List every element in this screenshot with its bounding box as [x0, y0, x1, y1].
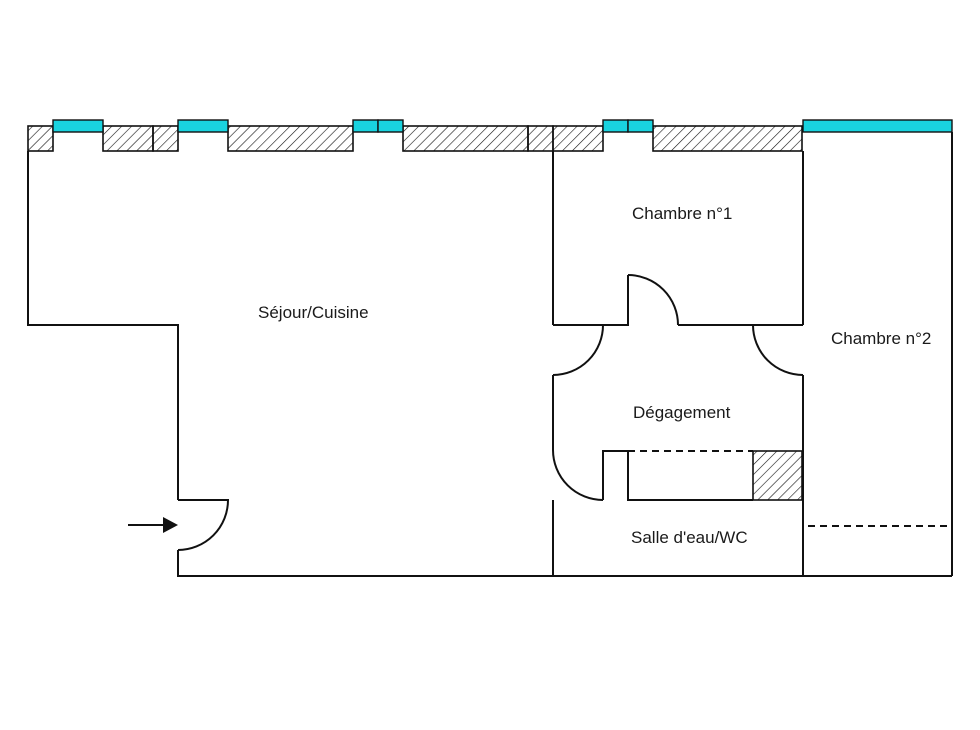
window-icon [602, 119, 629, 133]
shaft-block [752, 450, 803, 501]
wall-segment [152, 125, 179, 152]
window-icon [627, 119, 654, 133]
window-icon [52, 119, 104, 133]
window-icon [352, 119, 379, 133]
wall-segment [552, 125, 604, 152]
room-label-chambre2: Chambre n°2 [831, 329, 931, 348]
wall-segment [227, 125, 354, 152]
sejour-lower-wall [177, 550, 952, 577]
wall-segment [102, 125, 154, 152]
door-swing-icon [627, 274, 679, 326]
top-wall-segments [27, 125, 803, 152]
door-swing-icon [752, 324, 804, 376]
door-swing-icon [552, 324, 604, 376]
room-label-salle: Salle d'eau/WC [631, 528, 748, 547]
room-label-sejour: Séjour/Cuisine [258, 303, 369, 322]
window-icon [377, 119, 404, 133]
chambre1-bottom-wall-left [553, 275, 629, 326]
dashed-lines [628, 450, 952, 527]
wall-segment [27, 125, 54, 152]
salle-top-wall [602, 450, 753, 501]
room-label-chambre1: Chambre n°1 [632, 204, 732, 223]
wall-segment [527, 125, 554, 152]
sejour-outer-wall [27, 151, 179, 500]
entrance-arrow-icon [128, 517, 178, 533]
room-label-degagement: Dégagement [633, 403, 731, 422]
wall-segment [402, 125, 529, 152]
window-icon [177, 119, 229, 133]
doors [177, 274, 804, 551]
windows [52, 119, 953, 133]
walls [27, 132, 953, 577]
window-icon [802, 119, 953, 133]
door-swing-icon [552, 449, 604, 501]
wall-segment [652, 125, 803, 152]
door-swing-icon [177, 499, 230, 551]
